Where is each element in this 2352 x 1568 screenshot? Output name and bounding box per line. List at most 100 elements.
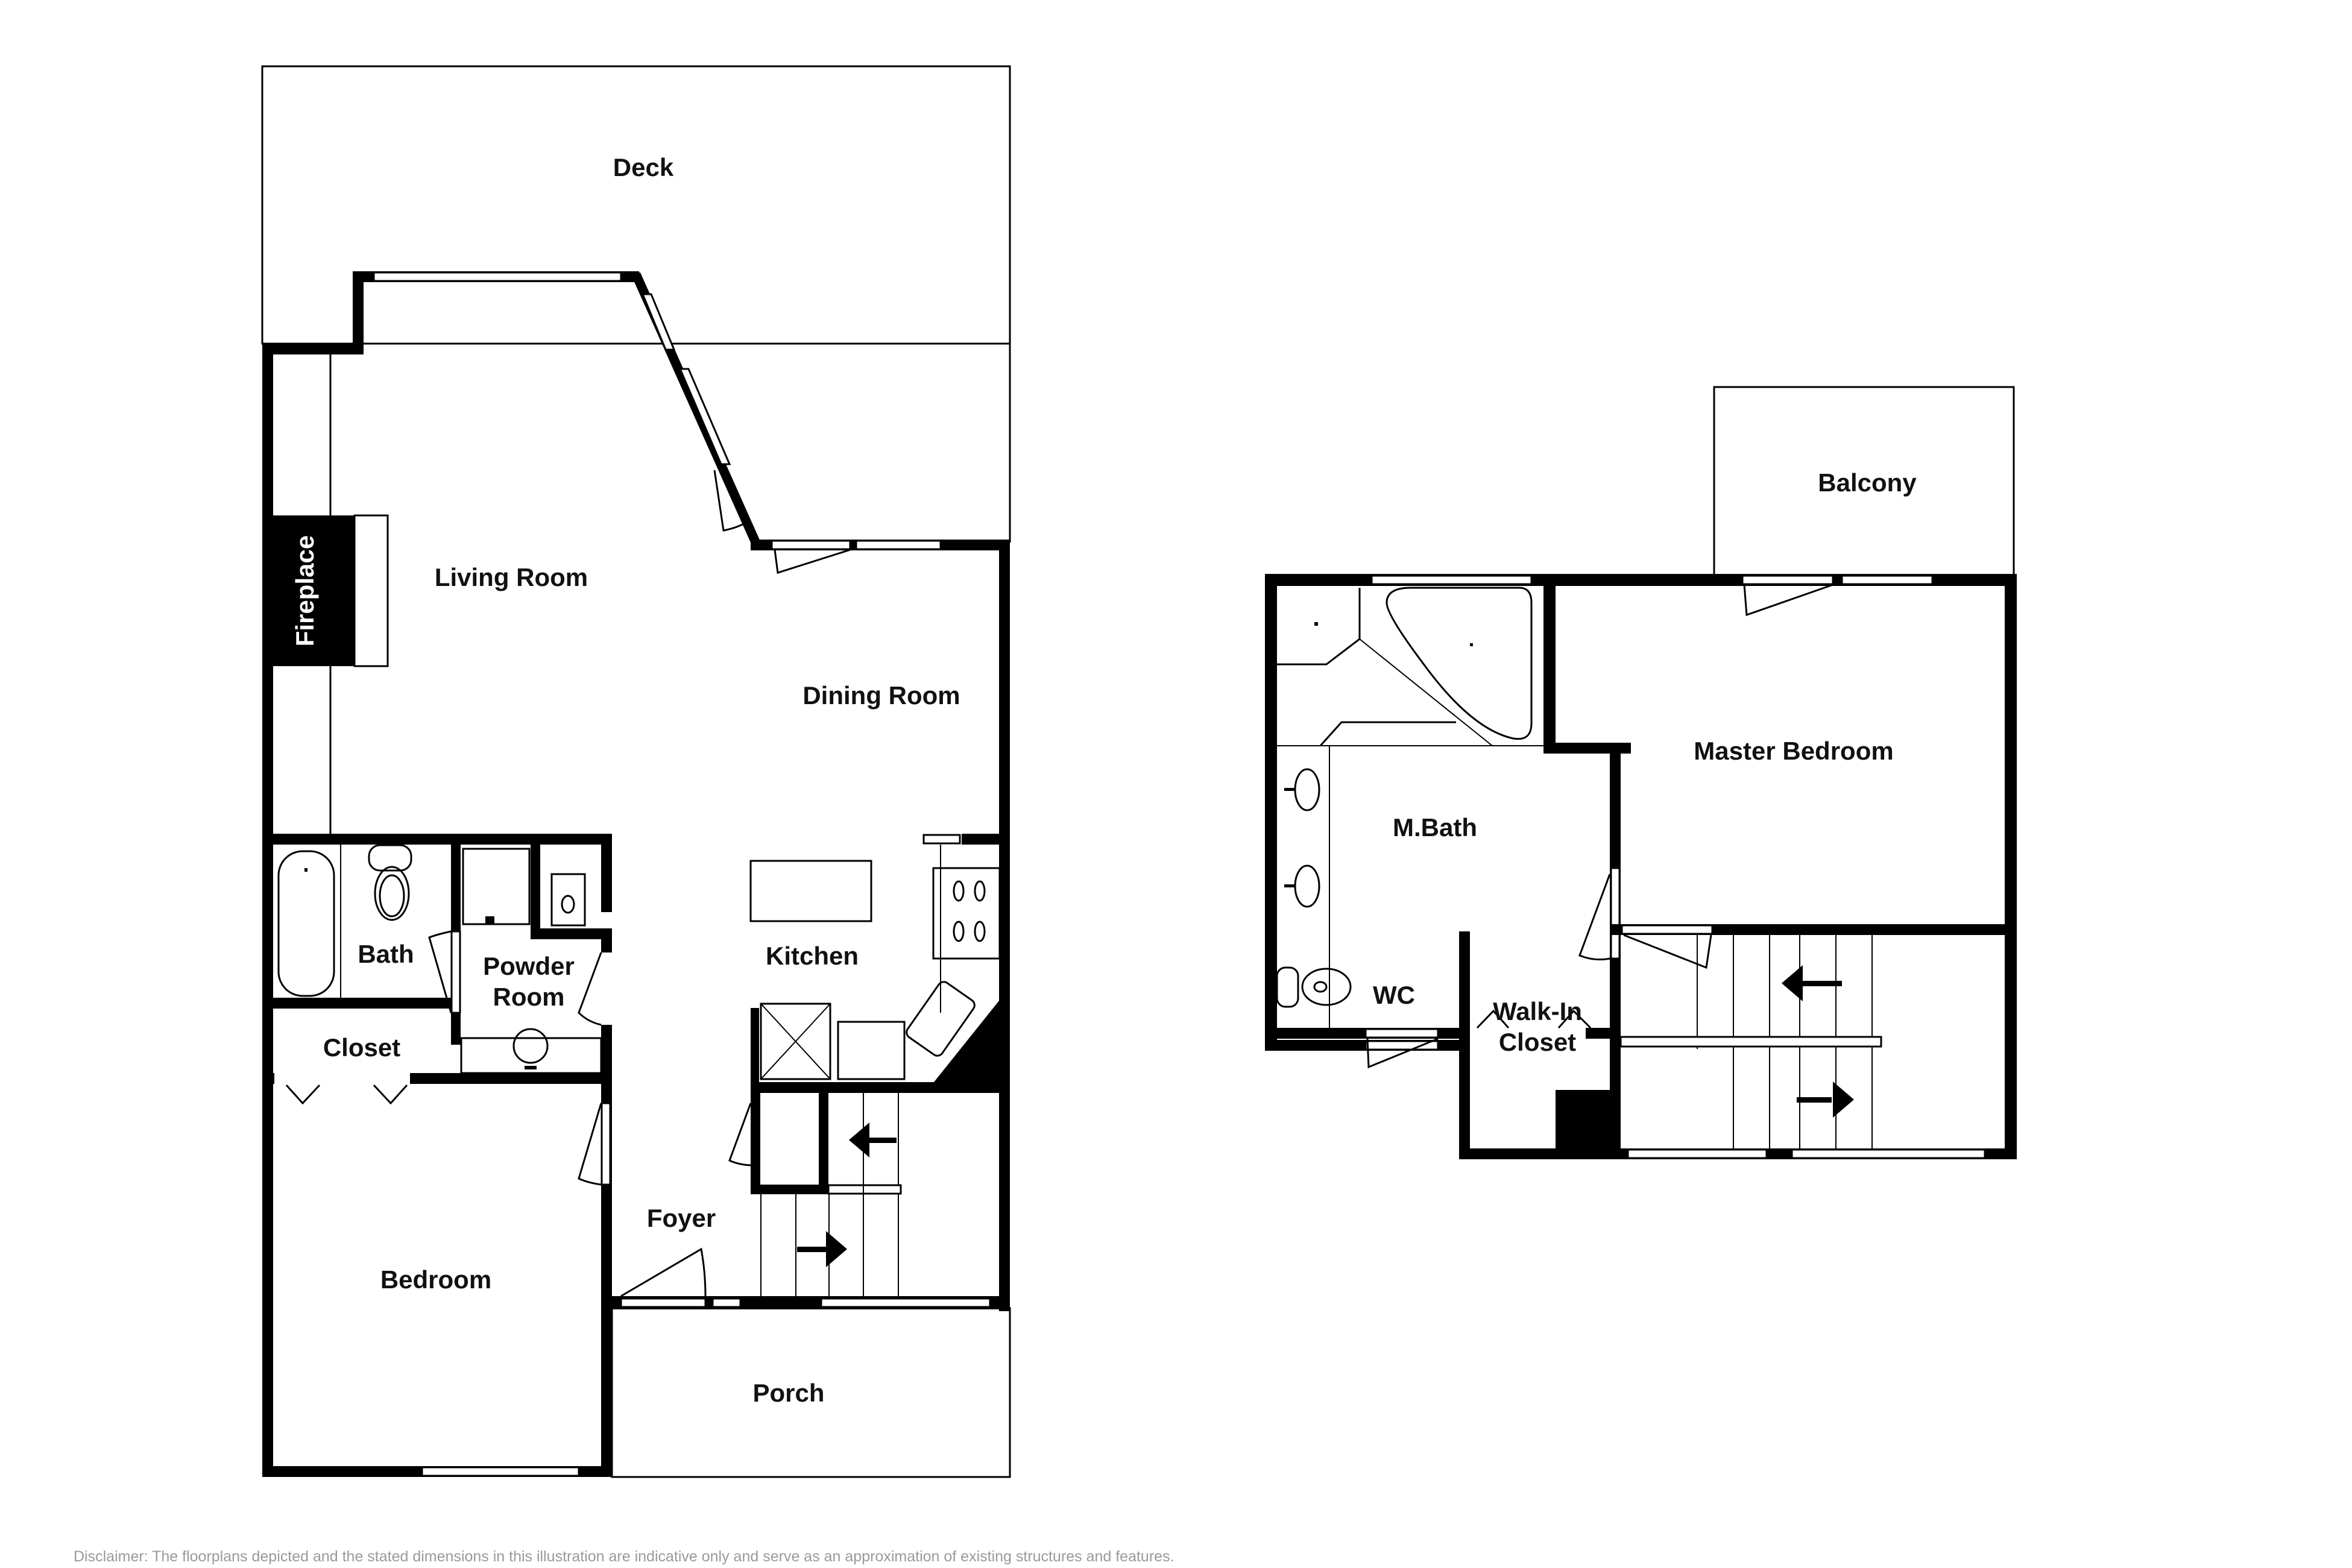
kitchen-island <box>749 860 872 922</box>
powder-cabinet-handle <box>485 916 494 924</box>
bifold-door <box>285 1084 321 1105</box>
stove-burner <box>974 880 986 902</box>
arrow-left-icon <box>849 1122 897 1157</box>
window <box>641 293 676 351</box>
room-label-deck: Deck <box>613 153 674 181</box>
room-label-powder-room-2: Room <box>493 983 565 1011</box>
cabinet <box>837 1021 906 1080</box>
room-label-wc: WC <box>1373 981 1415 1009</box>
room-label-balcony: Balcony <box>1818 468 1917 497</box>
counter-end <box>922 834 961 845</box>
door-swing <box>713 470 748 532</box>
dishwasher-x <box>760 1003 831 1080</box>
room-label-m-bath: M.Bath <box>1393 813 1477 842</box>
door-opening <box>1610 867 1621 960</box>
tub-deck-line <box>1359 638 1493 746</box>
stairs-second-floor[interactable] <box>1619 935 1882 1148</box>
stairs-first-floor[interactable] <box>760 1093 899 1296</box>
second-floor: Balcony Master Bedroom M.Bath WC Walk-In… <box>1265 386 2017 1159</box>
bifold-door <box>1476 1009 1510 1029</box>
door-opening <box>450 930 461 1014</box>
vanity-sink <box>1294 864 1320 908</box>
wall <box>1265 574 1277 1050</box>
dishwasher <box>760 1003 831 1080</box>
window <box>771 540 851 550</box>
room-label-bedroom: Bedroom <box>380 1265 491 1294</box>
door-swing <box>728 1103 752 1167</box>
small-sink-counter <box>550 873 586 927</box>
hearth <box>353 514 389 667</box>
wall <box>819 1091 828 1194</box>
room-label-foyer: Foyer <box>647 1204 716 1232</box>
window <box>421 1466 580 1477</box>
wall <box>1543 743 1631 754</box>
window <box>1841 575 1934 585</box>
chimney-chase <box>1556 1090 1610 1156</box>
door-opening <box>1364 1028 1439 1039</box>
first-floor: Fireplace <box>261 65 1011 1478</box>
fireplace-label: Fireplace <box>291 535 319 646</box>
bathtub <box>277 850 335 997</box>
room-label-dining-room: Dining Room <box>802 681 960 710</box>
tub-step <box>1319 721 1456 747</box>
door-swing <box>1578 874 1611 961</box>
wall <box>962 834 1010 845</box>
room-label-porch: Porch <box>752 1379 824 1407</box>
door-swing <box>774 549 851 574</box>
wall <box>531 834 540 936</box>
wall <box>751 1008 759 1092</box>
powder-faucet <box>525 1066 537 1069</box>
bifold-door <box>373 1084 408 1105</box>
wall <box>1586 1028 1610 1039</box>
room-label-walk-in-closet-2: Closet <box>1499 1028 1576 1056</box>
wall <box>262 998 460 1009</box>
wall <box>751 1185 828 1194</box>
stove-burner <box>953 880 965 902</box>
vanity-sink <box>1294 768 1320 811</box>
window <box>373 271 622 282</box>
wall <box>531 928 612 939</box>
shower-drain <box>1314 622 1318 626</box>
room-label-walk-in-closet: Walk-In <box>1493 997 1582 1025</box>
stove-burner <box>953 921 965 942</box>
stair-rail <box>1619 1036 1882 1048</box>
toilet-seat <box>379 874 405 918</box>
powder-vanity <box>460 1037 602 1074</box>
bathtub-drain <box>304 868 307 872</box>
room-label-living-room: Living Room <box>435 563 588 591</box>
window <box>1791 1148 1986 1159</box>
faucet <box>1284 788 1295 791</box>
fireplace-box <box>270 515 355 666</box>
small-sink <box>561 895 575 914</box>
room-label-closet: Closet <box>323 1033 400 1062</box>
window <box>711 1297 742 1308</box>
window <box>678 368 731 465</box>
faucet <box>1284 884 1295 887</box>
stove <box>932 867 1001 960</box>
door-swing <box>578 952 602 1026</box>
toilet-bowl <box>1301 968 1352 1006</box>
door-swing <box>1623 934 1712 969</box>
stove-burner <box>974 921 986 942</box>
tub-drain <box>1470 643 1473 646</box>
toilet-seat <box>1313 981 1328 993</box>
door-swing <box>1366 1037 1439 1069</box>
arrow-right-icon <box>1797 1082 1854 1118</box>
wall <box>601 928 612 952</box>
wall <box>751 1091 760 1194</box>
window <box>820 1297 991 1308</box>
wall <box>1459 931 1470 1159</box>
window <box>1370 575 1533 585</box>
wall <box>1543 574 1556 752</box>
shower-enclosure <box>1277 588 1361 666</box>
toilet-tank <box>1276 966 1299 1008</box>
arrow-right-icon <box>797 1231 847 1267</box>
room-label-master-bedroom: Master Bedroom <box>1694 737 1893 765</box>
disclaimer-text: Disclaimer: The floorplans depicted and … <box>74 1548 1174 1565</box>
wall <box>751 1082 1010 1093</box>
front-door-swing <box>620 1247 707 1297</box>
toilet-tank <box>368 844 412 872</box>
window <box>1741 575 1834 585</box>
wall <box>601 834 612 912</box>
